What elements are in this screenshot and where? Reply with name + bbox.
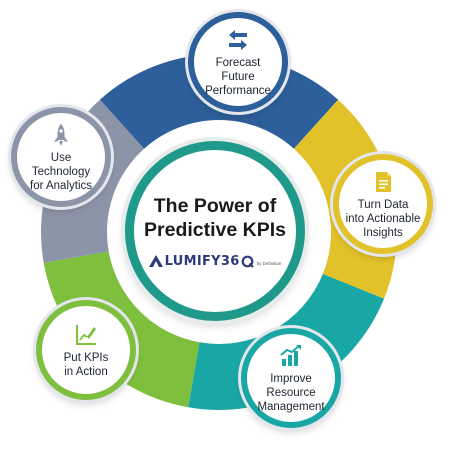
rocket-icon: [54, 123, 68, 146]
node-improve-resource-management: Improve Resource Management: [241, 328, 341, 428]
node-label: Put KPIs in Action: [63, 351, 109, 378]
node-label: Turn Data into Actionable Insights: [345, 198, 421, 239]
node-label: Use Technology for Analytics: [30, 151, 92, 192]
document-icon: [376, 171, 391, 192]
node-label: Improve Resource Management: [257, 372, 325, 413]
node-forecast-future-performance: Forecast Future Performance: [188, 12, 288, 112]
center-title: The Power of Predictive KPIs: [144, 194, 286, 241]
transfer-arrows-icon: [229, 29, 247, 50]
logo-tagline: by Definition: [256, 261, 282, 266]
node-put-kpis-in-action: Put KPIs in Action: [36, 300, 136, 400]
node-turn-data-into-insights: Turn Data into Actionable Insights: [333, 154, 433, 254]
chart-pencil-icon: [76, 324, 96, 345]
logo-triangle-icon: [148, 255, 163, 267]
node-use-technology-for-analytics: Use Technology for Analytics: [11, 107, 111, 207]
center-hub: The Power of Predictive KPIs LUMIFY36 by…: [125, 141, 305, 321]
node-label: Forecast Future Performance: [205, 56, 271, 97]
logo-q-icon: [241, 255, 254, 268]
bar-chart-growth-icon: [280, 344, 301, 366]
logo-wordmark: LUMIFY36: [164, 253, 240, 269]
brand-logo: LUMIFY36 by Definition: [148, 253, 282, 269]
